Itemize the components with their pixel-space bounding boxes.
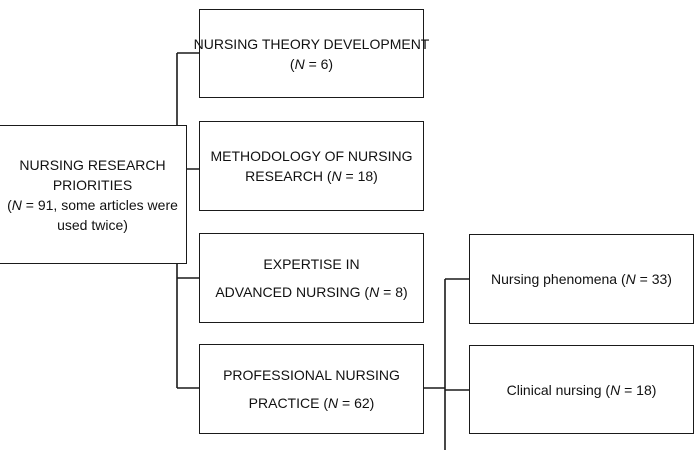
subcategory-box-clinical: Clinical nursing (N = 18) [469,345,694,434]
subcategory-box-phenomena: Nursing phenomena (N = 33) [469,234,694,324]
category-label: METHODOLOGY OF NURSING [210,148,413,164]
category-box-practice: PROFESSIONAL NURSING PRACTICE (N = 62) [199,344,424,434]
root-note-line: used twice) [57,216,128,233]
category-count: PRACTICE (N = 62) [248,395,375,411]
root-title-line1: NURSING RESEARCH [19,156,166,173]
category-count: RESEARCH (N = 18) [245,168,378,184]
root-box: NURSING RESEARCH PRIORITIES (N = 91, som… [0,125,187,264]
connector-practice-spine [424,278,469,450]
category-box-methodology: METHODOLOGY OF NURSING RESEARCH (N = 18) [199,121,424,211]
root-title-line2: PRIORITIES [52,176,133,193]
subcategory-label: Clinical nursing (N = 18) [506,381,657,398]
category-box-expertise: EXPERTISE IN ADVANCED NURSING (N = 8) [199,233,424,323]
category-count: ADVANCED NURSING (N = 8) [215,284,408,300]
root-count-line: (N = 91, some articles were [7,196,178,213]
category-box-theory: NURSING THEORY DEVELOPMENT (N = 6) [194,9,429,98]
subcategory-label: Nursing phenomena (N = 33) [491,271,672,287]
category-count: (N = 6) [289,55,334,72]
category-label: NURSING THEORY DEVELOPMENT [193,35,430,52]
category-label: EXPERTISE IN [263,256,360,272]
category-label: PROFESSIONAL NURSING [223,367,400,383]
